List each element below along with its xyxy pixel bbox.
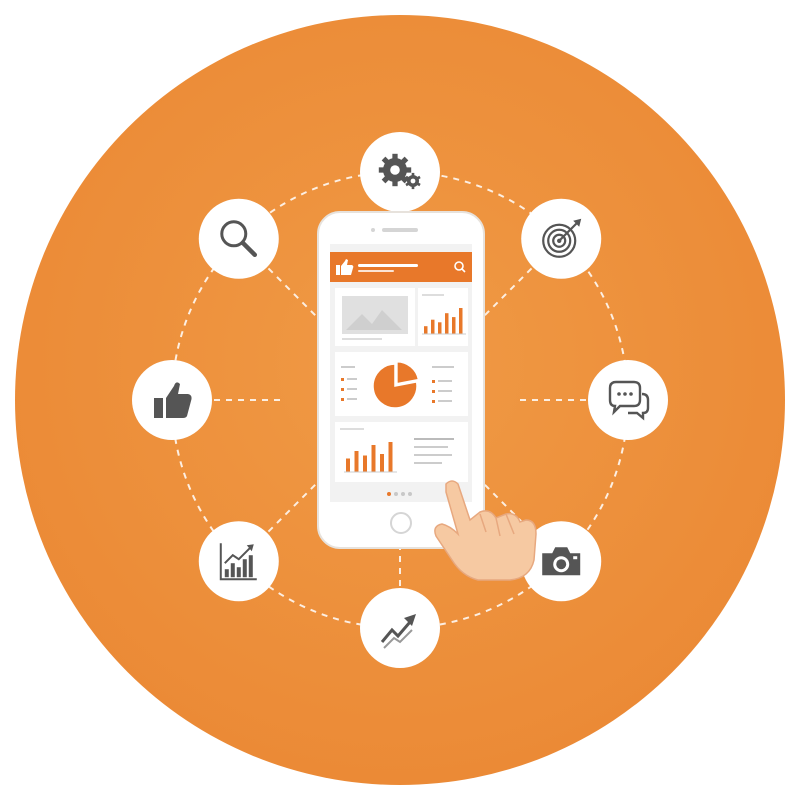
app-header-subtitle <box>358 270 394 272</box>
trend-arrow-icon <box>380 614 416 649</box>
pie-chart <box>372 360 420 409</box>
pie-slice <box>372 363 418 409</box>
bar <box>445 313 449 334</box>
bar <box>380 454 384 472</box>
search-node <box>198 198 279 279</box>
text-lines-block <box>414 438 454 464</box>
pagination-dot[interactable] <box>387 492 391 496</box>
thumbs-up-node <box>132 360 212 440</box>
camera-node <box>521 521 602 602</box>
chat-bubbles-icon <box>608 380 650 421</box>
image-placeholder-mountains <box>346 310 402 330</box>
bar <box>346 458 350 472</box>
pagination-dots <box>387 492 412 496</box>
node-circle <box>588 360 668 440</box>
settings-gears-node <box>360 132 440 212</box>
bar-chart-card-bottom-label <box>340 428 364 430</box>
trend-arrow-node <box>360 588 440 668</box>
smartphone <box>317 211 485 549</box>
bar <box>354 451 359 472</box>
bar <box>431 319 435 334</box>
bar <box>388 442 393 472</box>
connector-lines <box>132 132 668 668</box>
pie-chart-legend <box>341 366 357 401</box>
bar <box>363 455 367 472</box>
settings-gears-icon <box>378 153 421 190</box>
search-icon <box>220 220 258 258</box>
node-circle <box>360 588 440 668</box>
phone-camera-dot <box>371 228 375 232</box>
pagination-dot[interactable] <box>401 492 405 496</box>
search-icon <box>454 261 466 273</box>
node-circle <box>198 521 279 602</box>
pie-slice <box>396 360 420 385</box>
image-caption-line <box>342 338 382 340</box>
home-button[interactable] <box>390 512 412 534</box>
bar-chart-top <box>422 308 466 335</box>
bar <box>459 308 463 334</box>
pagination-dot[interactable] <box>408 492 412 496</box>
bar <box>452 317 456 334</box>
pointing-hand <box>434 480 537 581</box>
thumbs-up-icon <box>154 382 192 418</box>
target-icon <box>542 218 582 258</box>
bar <box>424 326 428 334</box>
camera-icon <box>542 547 581 576</box>
target-node <box>521 198 602 279</box>
pie-chart-side-list <box>432 366 454 403</box>
growth-chart-icon <box>219 543 257 581</box>
bar <box>438 322 442 334</box>
node-circle <box>198 198 279 279</box>
bar-chart-card-top-label <box>422 294 444 296</box>
chat-bubbles-node <box>588 360 668 440</box>
thumbs-up-icon <box>336 259 354 275</box>
pagination-dot[interactable] <box>394 492 398 496</box>
growth-chart-node <box>198 521 279 602</box>
app-header-title <box>358 264 418 267</box>
bar-chart-bottom <box>344 442 397 473</box>
phone-speaker <box>382 228 418 232</box>
bar <box>371 445 376 472</box>
